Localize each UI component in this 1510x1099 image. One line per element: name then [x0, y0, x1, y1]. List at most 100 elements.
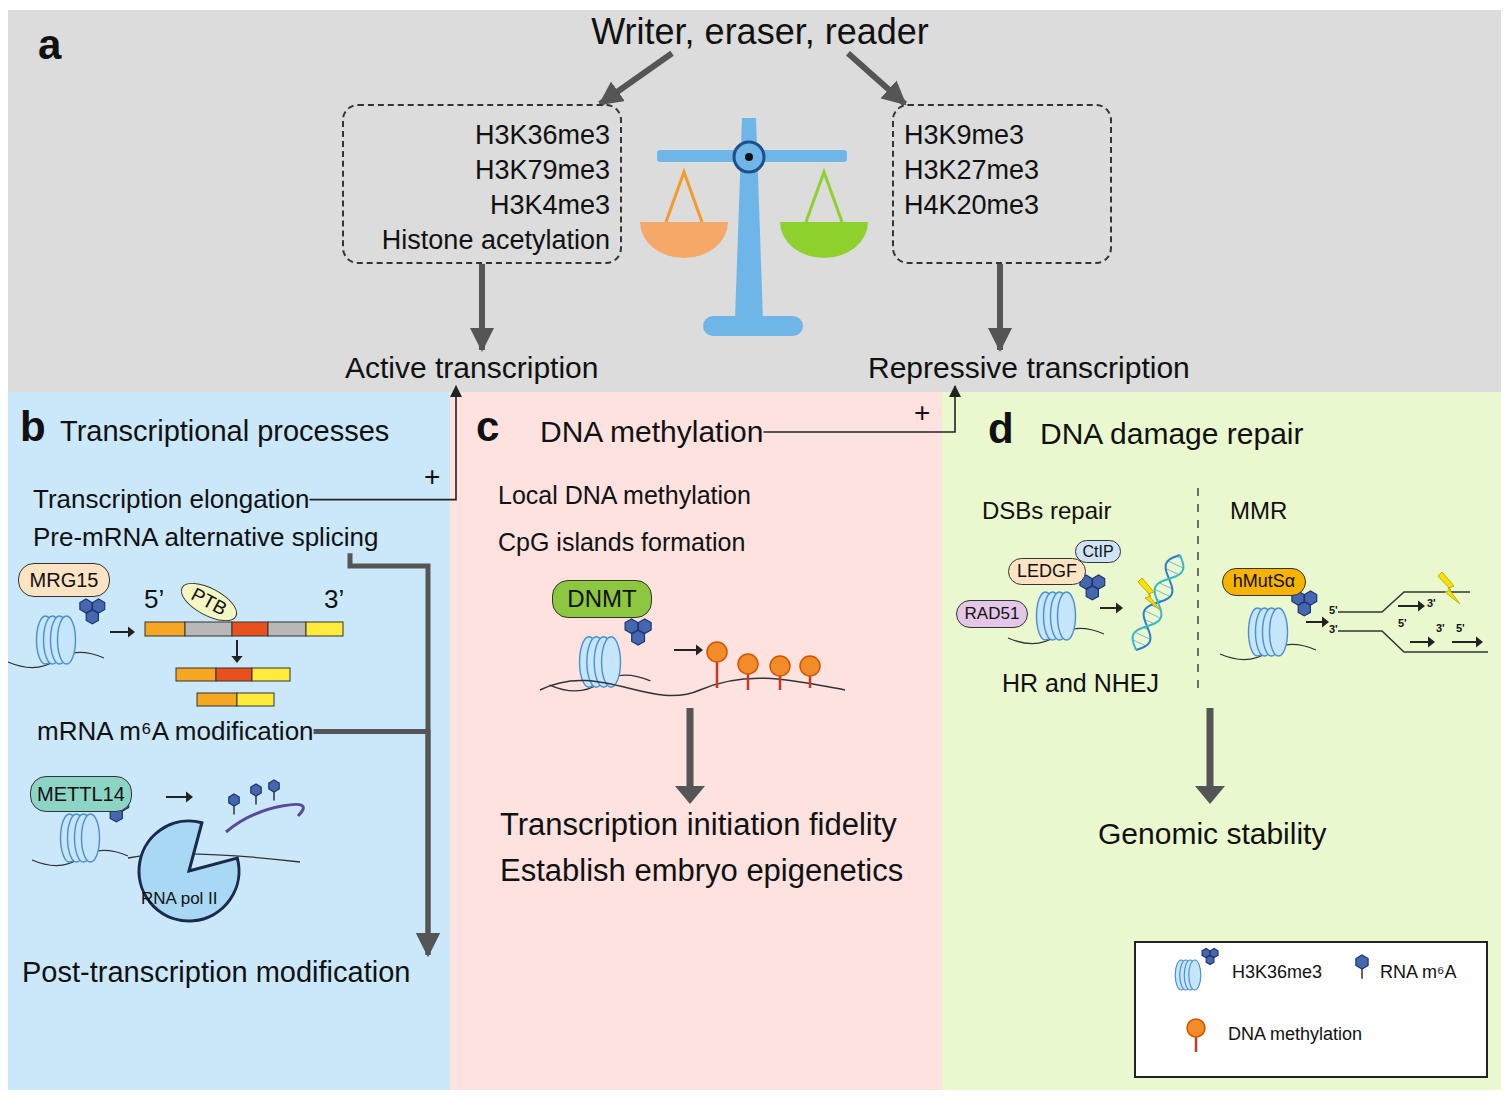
arrow-line	[236, 640, 238, 656]
methyl-hexagon	[1298, 602, 1310, 616]
heading-text: DNA methylation	[540, 414, 763, 450]
methyl-hexagon	[1086, 586, 1098, 600]
arrow-line	[1398, 605, 1418, 607]
annotation-label: Establish embryo epigenetics	[500, 852, 903, 889]
mark-group: H3K36me3H3K79me3H3K4me3Histone acetylati…	[342, 104, 622, 264]
connector-arrow	[350, 553, 428, 955]
methyl-ball	[800, 656, 820, 676]
methyl-hexagon	[86, 610, 98, 624]
m6a-hexagon	[251, 784, 261, 796]
protein-box: LEDGF	[1008, 558, 1086, 585]
methyl-ball	[738, 654, 758, 674]
node-text: METTL14	[37, 782, 125, 806]
arrow-head	[186, 791, 193, 802]
nucleosome-disc	[602, 637, 621, 687]
flow-arrow	[687, 708, 694, 786]
arrow-line	[1306, 621, 1322, 623]
connector-arrow	[314, 732, 428, 955]
process-text: Transcription elongation	[33, 484, 310, 515]
arrow-line	[166, 796, 186, 798]
methyl-ball	[707, 642, 727, 662]
protein-box: hMutSα	[1222, 568, 1306, 596]
node-text: DNA methylation	[540, 414, 763, 450]
panel-heading: Transcriptional processes	[60, 414, 389, 449]
annotation-label: Local DNA methylation	[498, 480, 751, 510]
arrow-head	[1476, 636, 1483, 647]
exon-segment	[306, 622, 343, 636]
node-text: DNMT	[567, 585, 636, 614]
node-text: H3K9me3	[904, 118, 1100, 153]
node-text: RAD51	[965, 604, 1020, 624]
scale-pivot-dot	[745, 153, 753, 161]
arrow-head	[1428, 636, 1435, 647]
arrow-head	[231, 656, 242, 663]
panel: Transcription elongationPre-mRNA alterna…	[8, 392, 450, 1090]
exon-segment	[252, 668, 290, 681]
node-text: Pre-mRNA alternative splicing	[33, 522, 378, 553]
annotation-label: Genomic stability	[1098, 816, 1326, 852]
node-text: H3K79me3	[354, 153, 610, 188]
node-text: Transcription elongation	[33, 484, 310, 515]
exon-segment	[185, 622, 232, 636]
scale-pan	[780, 222, 868, 258]
polymerase-shape: RNA pol II	[133, 815, 245, 927]
panel-ground	[450, 392, 942, 1090]
annotation-label: 5'	[1456, 622, 1465, 635]
node-text: H3K27me3	[904, 153, 1100, 188]
polymerase-outline	[133, 815, 245, 927]
panel-letter: c	[476, 402, 499, 452]
outcome-text: Post-transcription modification	[22, 955, 410, 990]
scale-hanger	[806, 172, 842, 222]
protein-box: MRG15	[18, 563, 110, 597]
helix-rung	[1135, 632, 1151, 639]
exon-segment	[268, 622, 306, 636]
rna-strand	[226, 804, 303, 832]
arrow-line	[674, 649, 696, 651]
panel-letter: a	[38, 20, 61, 70]
exon-segment	[176, 668, 216, 681]
nucleosome-disc	[1058, 592, 1076, 640]
panel-heading: DNA damage repair	[1040, 416, 1303, 452]
annotation-label: MMR	[1230, 497, 1287, 526]
methyl-hexagon	[632, 630, 645, 645]
panel-letter: d	[988, 404, 1014, 454]
node-text: mRNA m⁶A modification	[37, 716, 314, 747]
panel: CtIPLEDGF RAD51 hMutSα d DNA damage repair	[942, 392, 1501, 1090]
annotation-label: 3’	[324, 584, 344, 615]
scale-pivot	[734, 142, 764, 172]
methyl-ball	[1187, 1019, 1205, 1037]
legend-text: DNA methylation	[1228, 1024, 1362, 1046]
arrow-line	[110, 631, 128, 633]
helix-rung	[1155, 589, 1171, 596]
nucleosome-disc	[1270, 608, 1288, 656]
node-text: MRG15	[30, 568, 99, 592]
helix-rung	[1144, 611, 1160, 619]
helix-strand	[1133, 555, 1184, 650]
methyl-hexagon	[1206, 956, 1214, 965]
connector-arrow	[848, 53, 905, 104]
annotation-label: 3'	[1329, 623, 1338, 636]
flow-arrow	[1207, 708, 1214, 786]
node-text: CtIP	[1082, 542, 1113, 561]
damage-bolt	[1438, 572, 1460, 604]
annotation-label: HR and NHEJ	[1002, 668, 1159, 698]
scale-pan	[640, 222, 728, 258]
node-text: H3K36me3	[354, 118, 610, 153]
connector-arrow	[479, 264, 485, 350]
annotation-label: 5’	[144, 584, 164, 615]
arrow-line	[1452, 641, 1476, 643]
scale-base	[703, 316, 803, 336]
damage-bolt	[1138, 578, 1160, 610]
m6a-hexagon	[229, 794, 239, 806]
connector-arrow	[997, 264, 1003, 350]
annotation-label: 3'	[1436, 622, 1445, 635]
connector-arrow	[600, 53, 672, 104]
process-text: Pre-mRNA alternative splicing	[33, 522, 378, 553]
protein-box: METTL14	[30, 776, 132, 812]
node-text: Histone acetylation	[354, 223, 610, 258]
node-text: Active transcription	[345, 350, 598, 386]
panel: Writer, eraser, readerH3K36me3H3K79me3H3…	[8, 10, 1501, 392]
node-text: H3K4me3	[354, 188, 610, 223]
scale-hanger	[666, 172, 702, 222]
